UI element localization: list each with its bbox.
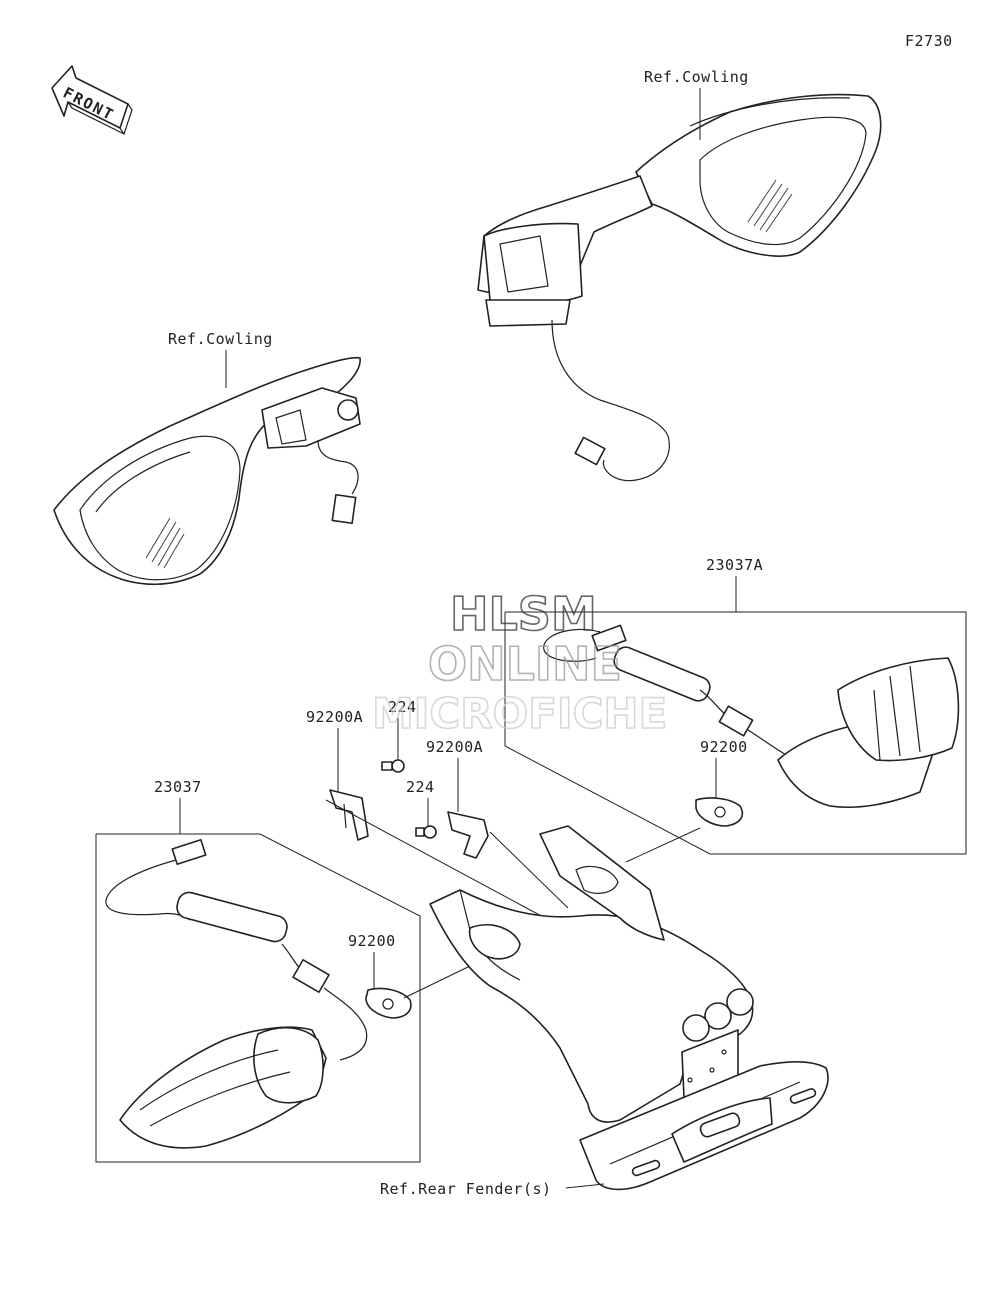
screw-224-right [415, 825, 437, 839]
watermark: HLSM ONLINE MICROFICHE [371, 586, 668, 739]
ref-cowling-right-label: Ref.Cowling [644, 68, 749, 86]
part-92200A-left-label: 92200A [306, 708, 363, 726]
watermark-line2: ONLINE [428, 637, 622, 691]
group-box-23037 [95, 833, 421, 1163]
part-23037A-label: 23037A [706, 556, 763, 574]
bracket-92200A-right [447, 811, 489, 859]
ref-rear-fender-label: Ref.Rear Fender(s) [380, 1180, 552, 1198]
watermark-line3: MICROFICHE [372, 689, 667, 738]
group-box-23037A [504, 611, 967, 855]
turn-signal-rear-right [543, 624, 960, 809]
washer-92200-right [695, 797, 744, 827]
washer-92200-left [365, 987, 412, 1019]
part-92200-left-label: 92200 [348, 932, 396, 950]
turn-signal-rear-left [105, 838, 368, 1149]
rear-fender-assembly [429, 825, 829, 1191]
mirror-right [477, 93, 882, 482]
figure-code: F2730 [905, 32, 953, 50]
ref-cowling-left-label: Ref.Cowling [168, 330, 273, 348]
part-92200-right-label: 92200 [700, 738, 748, 756]
part-224-left-label: 224 [388, 698, 417, 716]
part-23037-label: 23037 [154, 778, 202, 796]
part-224-right-label: 224 [406, 778, 435, 796]
screw-224-left [381, 759, 405, 773]
part-92200A-right-label: 92200A [426, 738, 483, 756]
mirror-left [53, 356, 361, 586]
front-arrow-icon: FRONT [51, 65, 133, 136]
watermark-line1: HLSM [450, 587, 597, 641]
bracket-92200A-left [329, 789, 369, 841]
